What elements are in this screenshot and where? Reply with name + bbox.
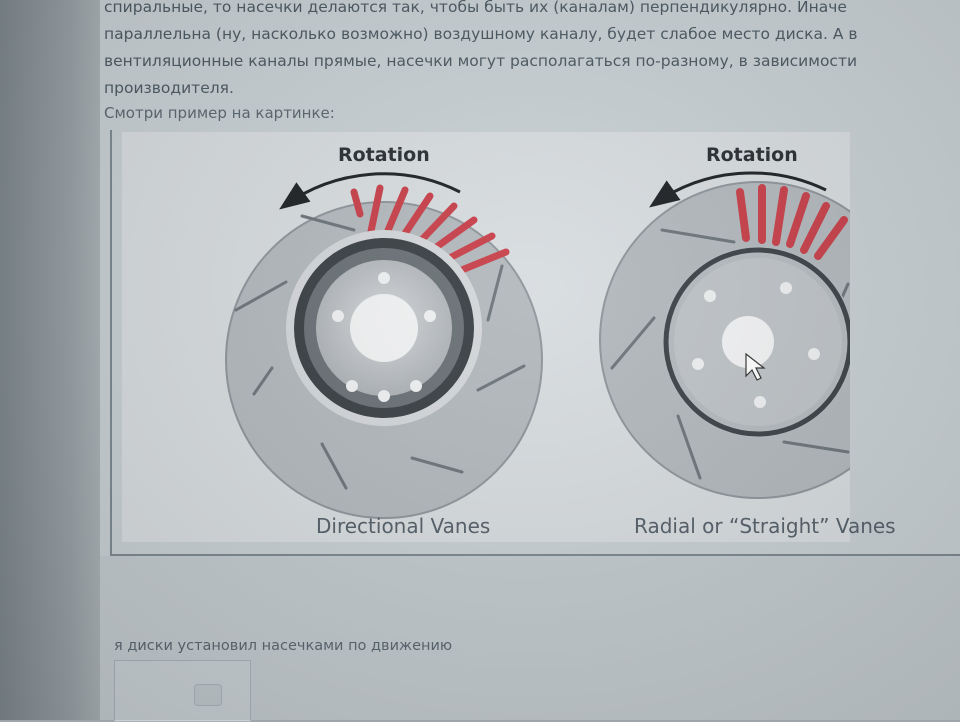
radial-lug-holes xyxy=(692,282,820,408)
rotation-arrow-icon xyxy=(279,172,461,210)
forum-page: спиральные, то насечки делаются так, что… xyxy=(100,0,960,722)
radial-disc xyxy=(599,171,850,499)
radial-vanes xyxy=(736,184,848,260)
brake-disc-image: Rotation Rotation Directional Vanes Radi… xyxy=(122,132,896,542)
directional-disc xyxy=(225,172,543,519)
reply-action-button[interactable] xyxy=(194,684,222,706)
radial-slots xyxy=(610,228,850,480)
brake-disc-diagram xyxy=(225,171,850,519)
directional-vanes-label: Directional Vanes xyxy=(316,514,491,538)
reply-post: я диски установил насечками по движению xyxy=(100,556,960,722)
right-rotation-label: Rotation xyxy=(706,144,798,166)
screen-bezel xyxy=(0,0,100,720)
reply-attachment-box[interactable] xyxy=(114,660,251,722)
rotation-arrow-icon xyxy=(649,171,827,208)
quote-frame xyxy=(110,130,960,556)
directional-lug-holes xyxy=(332,272,436,402)
post-line-2: параллельна (ну, насколько возможно) воз… xyxy=(104,25,858,43)
left-rotation-label: Rotation xyxy=(338,144,430,166)
image-caption: Смотри пример на картинке: xyxy=(104,104,335,122)
post-line-1: спиральные, то насечки делаются так, что… xyxy=(104,0,847,16)
post-line-3: вентиляционные каналы прямые, насечки мо… xyxy=(104,52,858,70)
post-line-4: производителя. xyxy=(104,79,234,97)
post-body: спиральные, то насечки делаются так, что… xyxy=(104,0,960,102)
directional-slots xyxy=(234,214,526,490)
mouse-pointer-icon xyxy=(745,352,766,381)
reply-text: я диски установил насечками по движению xyxy=(114,638,453,654)
radial-vanes-label: Radial or “Straight” Vanes xyxy=(634,514,896,538)
